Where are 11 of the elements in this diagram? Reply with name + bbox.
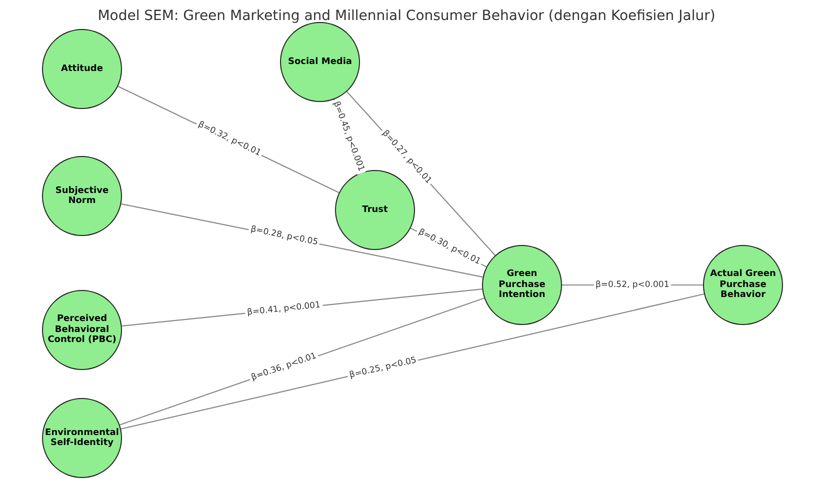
construct-label: Trust [361,204,389,216]
construct-label: Attitude [60,64,104,74]
construct-label: Actual Green Purchase Behavior [709,269,777,301]
construct-label: Subjective Norm [54,186,110,206]
construct-label: Green Purchase Intention [498,269,546,301]
edge-label: β=0.41, p<0.001 [244,300,323,318]
construct-label: Environmental Self-Identity [44,428,120,448]
construct-label: Perceived Behavioral Control (PBC) [46,314,118,346]
construct-label: Social Media [286,56,354,68]
diagram-title: Model SEM: Green Marketing and Millennial Consumer Behavior (dengan Koefisien Jalur) [96,8,716,24]
edge-label: β=0.52, p<0.001 [594,280,672,290]
